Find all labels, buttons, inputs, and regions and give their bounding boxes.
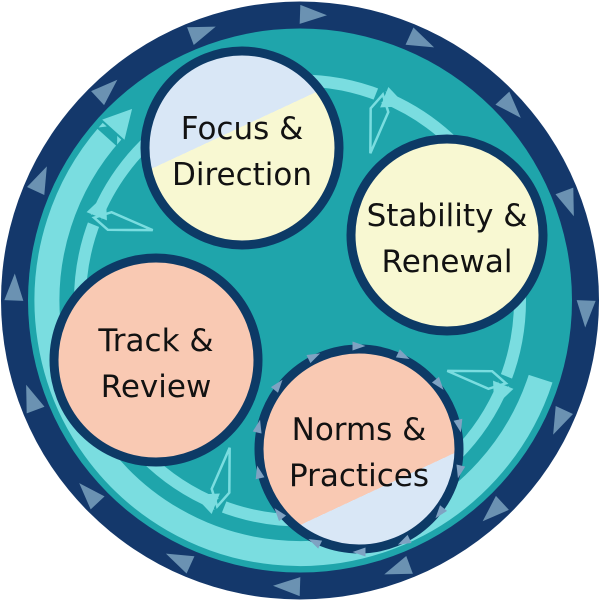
swoosh-notch [96, 125, 118, 147]
node-stability-renewal [346, 134, 548, 336]
stability-label-line2: Renewal [382, 244, 513, 280]
stability-label-line1: Stability & [367, 198, 528, 234]
kite-pointer-icon [369, 92, 390, 154]
outer-ring-arrow-icon [384, 555, 413, 575]
kite-pointer-icon [446, 369, 509, 391]
norms-border-arrow-icon [352, 547, 366, 557]
norms-border-arrow-icon [453, 418, 463, 433]
node-track-review [49, 253, 263, 467]
norms-border-arrow-icon [456, 464, 466, 479]
kite-pointer-icon [91, 210, 154, 232]
ring-arrowhead-icon [86, 193, 107, 221]
outer-ring-arrow-icon [495, 91, 521, 118]
norms-border-arrow-icon [395, 349, 410, 360]
outer-ring-arrow-icon [79, 483, 105, 510]
node-focus-direction [140, 46, 344, 250]
outer-ring-arrow-icon [91, 79, 118, 106]
norms-border-arrow-icon [431, 376, 444, 390]
norms-label-line2: Practices [289, 458, 429, 494]
outer-ring-arrow-icon [482, 495, 509, 522]
node-norms-practices [254, 344, 464, 554]
outer-ring-arrow-icon [27, 166, 47, 195]
kite-pointer-icon [210, 447, 231, 509]
norms-border-arrow-icon [435, 505, 448, 519]
outer-ring-arrow-icon [405, 27, 435, 48]
focus-label-line1: Focus & [181, 111, 304, 147]
norms-border-arrow-icon [252, 419, 262, 434]
norms-label-line1: Norms & [292, 412, 427, 448]
track-label-line1: Track & [97, 323, 213, 359]
outer-ring-arrow-icon [299, 4, 327, 24]
norms-border-arrow-icon [352, 341, 366, 351]
outer-ring-arrow-icon [553, 406, 573, 435]
outer-ring-arrow-icon [555, 187, 574, 217]
norms-border-arrow-icon [255, 465, 265, 480]
outer-ring-arrow-icon [165, 553, 195, 574]
ring-arrowhead-icon [380, 87, 407, 108]
outer-ring-arrow-icon [187, 26, 216, 46]
swoosh-arrowhead-icon [102, 108, 133, 140]
outer-ring-arrow-icon [273, 577, 301, 597]
norms-border-arrow-icon [308, 538, 323, 549]
track-label-line2: Review [101, 369, 212, 405]
outer-ring-arrow-icon [26, 384, 45, 414]
norms-border-arrow-icon [274, 508, 287, 522]
norms-border-arrow-icon [306, 353, 321, 364]
node-labels: Focus & Direction Stability & Renewal Tr… [97, 111, 527, 494]
outer-ring-arrows [4, 4, 596, 597]
norms-border-arrows [252, 341, 466, 557]
ring-arrowhead-icon [193, 493, 220, 514]
outer-ring-arrow-icon [576, 300, 596, 328]
ring-arrowhead-icon [493, 380, 514, 408]
cycle-swoosh-band [34, 122, 553, 567]
norms-border-arrow-icon [270, 379, 283, 393]
norms-border-arrow-icon [397, 534, 412, 545]
outer-ring-arrow-icon [4, 273, 24, 301]
node-circles [49, 46, 548, 554]
focus-label-line2: Direction [172, 157, 312, 193]
